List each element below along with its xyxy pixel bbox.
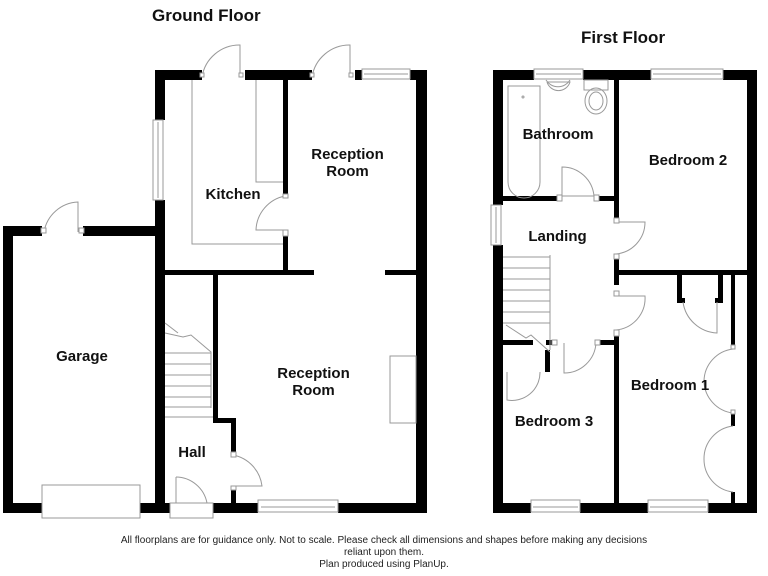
disclaimer-line-1: All floorplans are for guidance only. No…	[120, 535, 648, 546]
first-floor-walls	[493, 70, 757, 513]
first-floor-title: First Floor	[581, 28, 666, 47]
room-label-hall: Hall	[178, 444, 206, 461]
ground-floor-title: Ground Floor	[152, 6, 261, 25]
disclaimer-line-3: Plan produced using PlanUp.	[319, 559, 449, 570]
room-label-line: Room	[326, 163, 369, 180]
room-label-bedroom-2: Bedroom 2	[648, 152, 728, 169]
room-label-bedroom-1: Bedroom 1	[630, 377, 710, 394]
disclaimer: All floorplans are for guidance only. No…	[0, 535, 768, 571]
room-label-line: Reception	[277, 365, 350, 382]
room-label-landing: Landing	[528, 228, 587, 245]
room-label-reception-room-bottom: Reception Room	[266, 365, 361, 399]
room-label-line: Reception	[311, 146, 384, 163]
ground-floor-fixtures	[40, 44, 417, 519]
ground-floor-walls	[3, 70, 427, 513]
disclaimer-line-2: reliant upon them.	[343, 547, 425, 558]
room-label-garage: Garage	[56, 348, 108, 365]
room-label-reception-room-top: Reception Room	[300, 146, 395, 180]
room-label-line: Room	[292, 382, 335, 399]
room-label-bedroom-3: Bedroom 3	[514, 413, 594, 430]
room-label-kitchen: Kitchen	[205, 186, 261, 203]
first-floor-fixtures	[490, 68, 736, 513]
room-label-bathroom: Bathroom	[522, 126, 594, 143]
